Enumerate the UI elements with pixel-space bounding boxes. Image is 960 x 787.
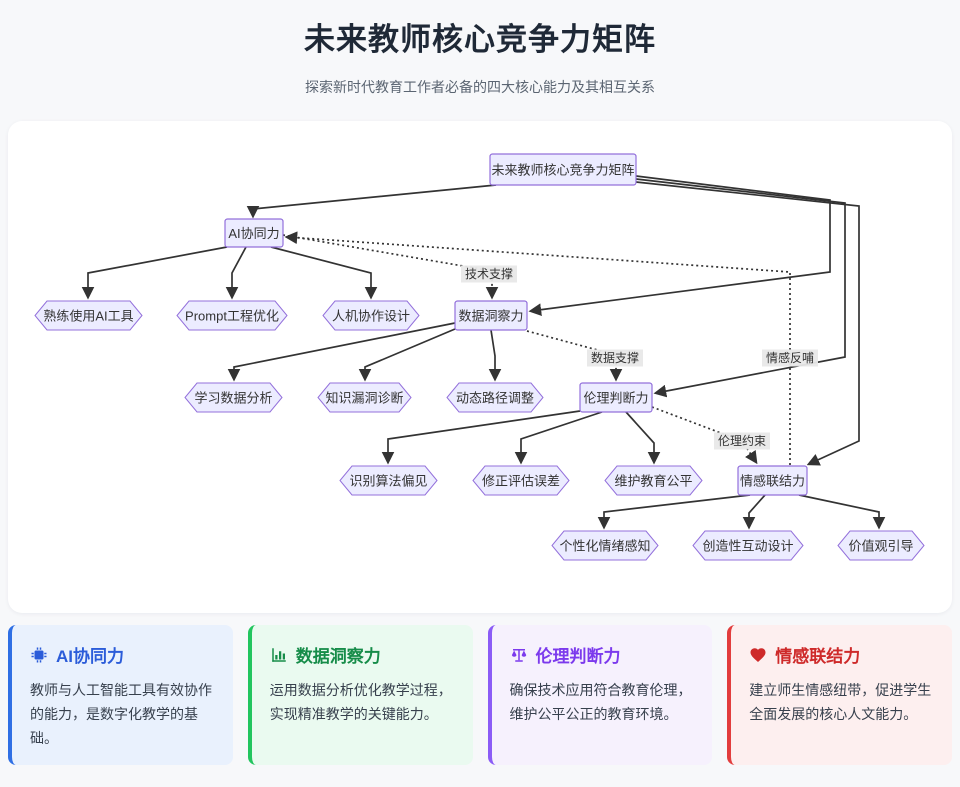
diagram-node-label: 维护教育公平 [614,474,692,489]
diagram-node-A1 [34,300,143,331]
diagram-node-D1 [551,530,659,561]
competency-card-1: AI协同力教师与人工智能工具有效协作的能力，是数字化教学的基础。 [8,625,233,765]
diagram-node-label: 熟练使用AI工具 [43,309,133,324]
diagram-node-A2 [176,300,288,331]
diagram-node-label: 修正评估误差 [482,474,560,489]
diagram-node-label: 伦理判断力 [583,391,648,406]
card-body: 建立师生情感纽带，促进学生全面发展的核心人文能力。 [749,682,932,723]
diagram-node-C3 [604,465,703,496]
heart-icon [749,646,767,664]
diagram-node-C2 [472,465,570,496]
diagram-node-label: 动态路径调整 [456,391,534,406]
diagram-node-D2 [692,530,804,561]
diagram-node-label: 情感联结力 [740,474,805,489]
diagram-node-D [737,465,808,496]
diagram-edge-D-D3 [798,494,886,530]
edge-label-bg [461,265,517,283]
page-header: 未来教师核心竞争力矩阵 探索新时代教育工作者必备的四大核心能力及其相互关系 [0,0,960,97]
card-body: 运用数据分析优化教学过程，实现精准教学的关键能力。 [269,682,452,723]
scales-icon [510,646,528,664]
diagram-node-C [579,382,653,413]
diagram-node-C1 [339,465,438,496]
card-body: 确保技术应用符合教育伦理，维护公平公正的教育环境。 [509,682,692,723]
diagram-node-label: 数据洞察力 [458,309,523,324]
diagram-edge-C-C3 [625,411,661,465]
diagram-node-label: 人机协作设计 [332,309,410,324]
diagram-node-B3 [446,382,544,413]
diagram-edge-C-C2 [514,411,603,465]
competency-card-2: 数据洞察力运用数据分析优化教学过程，实现精准教学的关键能力。 [247,625,473,765]
diagram-edge-root-A [246,184,497,219]
diagram-edge-root-D [635,181,860,466]
diagram-edge-B-B3 [488,329,502,382]
diagram-node-label: Prompt工程优化 [185,309,279,324]
competency-cards-row: AI协同力教师与人工智能工具有效协作的能力，是数字化教学的基础。数据洞察力运用数… [0,625,960,765]
diagram-card: 技术支撑数据支撑伦理约束 情感反哺 未来教师核心竞争力矩阵 AI协同力数据洞察力伦理判… [8,121,952,613]
card-title: 伦理判断力 [535,647,621,666]
diagram-edge-D-D1 [597,494,751,530]
diagram-edge-C-C1 [381,410,581,465]
diagram-edge-A-A3 [270,246,378,300]
edge-label-bg [762,349,818,367]
bar-chart-icon [270,646,288,664]
diagram-node-label: 未来教师核心竞争力矩阵 [491,163,634,178]
edge-label: 技术支撑 [465,266,513,281]
page-subtitle: 探索新时代教育工作者必备的四大核心能力及其相互关系 [305,79,655,95]
edge-label: 伦理约束 [718,433,766,448]
diagram-edge-B-B1 [227,322,456,382]
diagram-edge-A-B [282,234,499,300]
diagram-node-root [489,153,637,186]
diagram-edge-root-B [528,175,831,317]
card-title-row: AI协同力 [30,642,215,667]
edge-label-bg [714,432,770,450]
diagram-node-label: 知识漏洞诊断 [325,391,403,406]
competency-card-3: 伦理判断力确保技术应用符合教育伦理，维护公平公正的教育环境。 [487,625,713,765]
diagram-node-label: 学习数据分析 [194,391,272,406]
diagram-node-D3 [837,530,925,561]
diagram-node-label: 识别算法偏见 [349,474,427,489]
diagram-node-B2 [317,382,412,413]
card-body: 教师与人工智能工具有效协作的能力，是数字化教学的基础。 [30,682,212,747]
card-title-row: 情感联结力 [749,642,934,667]
card-title: 情感联结力 [775,647,861,666]
chip-icon [30,646,48,664]
edge-label-bg [587,349,643,367]
card-title: AI协同力 [56,647,124,666]
diagram-edge-A-A1 [81,246,228,300]
card-title-row: 数据洞察力 [270,642,455,667]
card-title-row: 伦理判断力 [510,642,695,667]
diagram-edge-B-C [526,330,623,382]
diagram-node-label: 价值观引导 [848,539,913,554]
diagram-node-A [224,218,284,248]
page-title: 未来教师核心竞争力矩阵 [304,22,656,57]
diagram-node-B1 [184,382,283,413]
diagram-node-label: AI协同力 [228,226,279,241]
diagram-edge-root-C [635,178,846,398]
competency-card-4: 情感联结力建立师生情感纽带，促进学生全面发展的核心人文能力。 [727,625,952,765]
diagram-edge-A-A2 [225,246,247,300]
diagram-edge-D-D2 [742,494,766,530]
diagram-node-label: 个性化情绪感知 [559,539,650,554]
diagram-node-A3 [322,300,420,331]
diagram-edge-B-B2 [358,328,456,382]
card-title: 数据洞察力 [295,647,381,666]
diagram-node-label: 创造性互动设计 [702,539,793,554]
edge-label: 情感反哺 [766,350,814,365]
diagram-node-B [454,300,528,331]
edge-label: 数据支撑 [591,350,639,365]
